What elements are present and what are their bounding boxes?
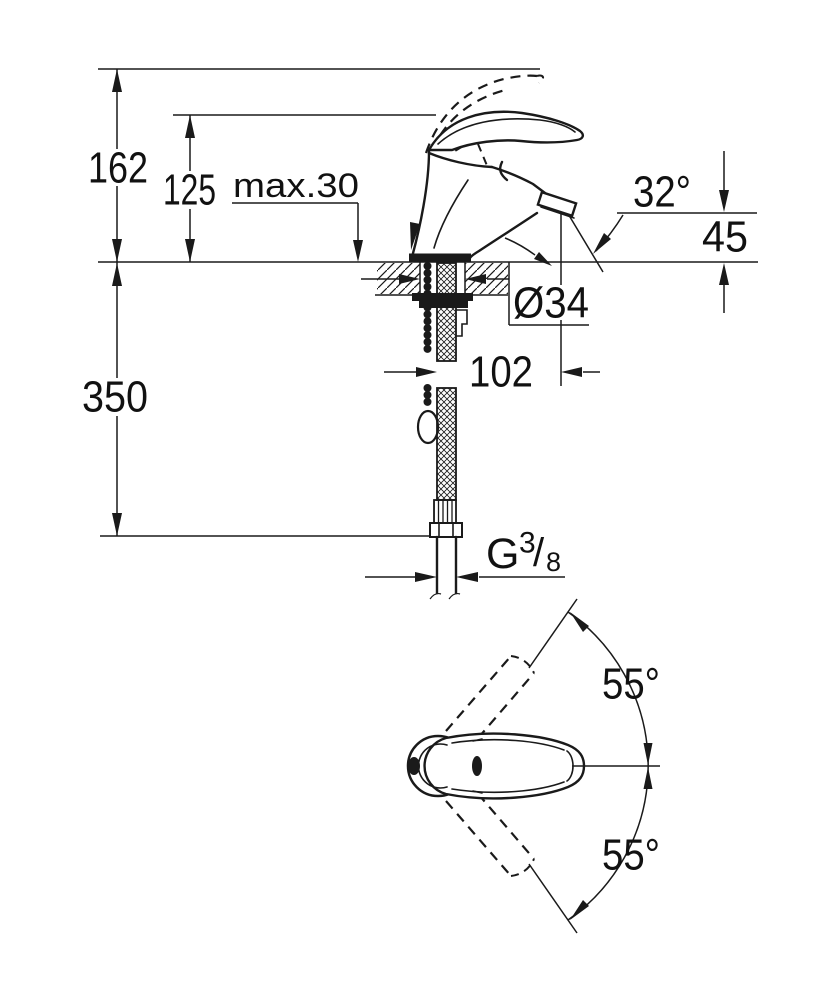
arrow-125-top bbox=[185, 115, 195, 138]
label-bg-162 bbox=[85, 149, 151, 186]
aerator bbox=[536, 190, 578, 218]
arrow-curved-leader bbox=[534, 252, 552, 266]
thread-denominator: 8 bbox=[546, 547, 561, 577]
arrow-thread-right bbox=[456, 572, 478, 582]
neck-front bbox=[499, 160, 509, 182]
handle-top-outline bbox=[406, 732, 586, 800]
arrow-350-top bbox=[112, 263, 122, 286]
arrow-350-bottom bbox=[112, 513, 122, 536]
side-view: 162 125 max.30 32° 45 Ø34 102 350 G 3 / … bbox=[79, 68, 758, 600]
side-view-labels: 162 125 max.30 32° 45 Ø34 102 350 G 3 / … bbox=[79, 144, 748, 579]
thread-prefix: G bbox=[486, 530, 519, 578]
dim-max-deck-label: max.30 bbox=[233, 167, 359, 205]
pop-up-rod-knob bbox=[416, 409, 440, 445]
hex-nut-facets bbox=[438, 522, 454, 538]
swing-angle-dimension: 55° 55° bbox=[528, 598, 660, 934]
connection-tube bbox=[435, 535, 458, 595]
spout-bottom-edge bbox=[468, 211, 539, 260]
arrow-162-top bbox=[112, 69, 122, 92]
dim-125-label: 125 bbox=[163, 166, 216, 215]
faucet-side-outline bbox=[409, 110, 585, 262]
shank-side-stub bbox=[455, 309, 468, 337]
body-inner-curve bbox=[433, 179, 469, 249]
arrow-125-bottom bbox=[185, 239, 195, 262]
deck-hatch-right bbox=[465, 263, 508, 294]
dim-spout-projection-label: 102 bbox=[469, 348, 533, 397]
handle-lever bbox=[426, 110, 585, 152]
curved-leader-to-deck bbox=[504, 237, 536, 256]
raised-handle-tip bbox=[536, 74, 545, 84]
arrowheads-top-view bbox=[570, 612, 653, 920]
body-left-edge bbox=[410, 149, 431, 259]
handle-edge-dot bbox=[408, 757, 420, 775]
arrow-45-top bbox=[719, 190, 729, 212]
raised-handle-inner-edge bbox=[431, 87, 510, 151]
aerator-ring-line bbox=[540, 206, 575, 219]
arrow-swing-bottom bbox=[570, 900, 589, 920]
body-dome bbox=[427, 151, 494, 169]
arrow-swing-mid-lower bbox=[643, 767, 653, 789]
dim-swing-upper-label: 55° bbox=[602, 660, 660, 709]
arrow-102-left bbox=[416, 367, 437, 377]
arrow-162-bottom bbox=[112, 239, 122, 262]
mounting-nut bbox=[419, 301, 468, 308]
handle-dashed-up-tip bbox=[510, 655, 535, 674]
arrowheads-side-view bbox=[112, 69, 729, 582]
dim-spout-angle-label: 32° bbox=[633, 168, 691, 217]
arrow-45-bottom bbox=[719, 263, 729, 285]
spout-top-edge bbox=[490, 165, 547, 195]
deck-hole-edges bbox=[419, 262, 466, 295]
label-bg-350 bbox=[79, 378, 150, 416]
arrow-swing-mid-upper bbox=[643, 743, 653, 765]
handle-lever-inner-lines bbox=[451, 738, 565, 794]
arrow-102-right bbox=[561, 367, 582, 377]
dim-swing-lower-label: 55° bbox=[602, 831, 660, 880]
thread-numerator: 3 bbox=[519, 527, 536, 560]
thread-size-label: G 3 / 8 bbox=[486, 527, 561, 579]
dim-45-label: 45 bbox=[702, 213, 748, 262]
arrow-thread-left bbox=[415, 572, 437, 582]
raised-handle-outer-edge bbox=[424, 74, 538, 154]
handle-lever-top-view bbox=[423, 732, 586, 800]
supply-hose-upper bbox=[436, 262, 457, 362]
hose-hex-nut bbox=[429, 522, 463, 538]
handle-lever-inner-line bbox=[437, 118, 576, 145]
swing-leg-upper bbox=[528, 598, 578, 669]
dim-overall-height-label: 162 bbox=[88, 144, 148, 193]
arrow-max30 bbox=[353, 240, 363, 262]
arrow-swing-top bbox=[570, 612, 589, 632]
under-deck-assembly bbox=[412, 262, 473, 600]
hose-collar bbox=[433, 499, 457, 524]
handle-center-dot bbox=[472, 756, 482, 776]
deck-cross-section bbox=[375, 262, 508, 296]
arrow-body-edge bbox=[410, 222, 420, 250]
swing-arc bbox=[567, 611, 649, 921]
mounting-washer bbox=[412, 293, 473, 301]
dim-hose-length-label: 350 bbox=[82, 373, 148, 422]
raised-handle-front-edge bbox=[477, 143, 489, 169]
top-view: 55° 55° bbox=[406, 598, 660, 934]
leader-max30 bbox=[232, 202, 359, 241]
label-bg-125 bbox=[160, 171, 219, 209]
handle-tick-marks bbox=[472, 738, 483, 794]
handle-dashed-down-tip bbox=[510, 858, 535, 877]
arrow-spout-angle bbox=[593, 233, 611, 254]
dim-hole-diameter-label: Ø34 bbox=[513, 279, 589, 328]
tube-break-marks bbox=[429, 592, 461, 600]
supply-hose-lower bbox=[436, 387, 457, 501]
swing-leg-lower bbox=[528, 863, 578, 934]
deck-hatch-left bbox=[377, 263, 420, 294]
spout-angle-leg bbox=[563, 206, 604, 273]
thread-slash: / bbox=[533, 531, 545, 575]
